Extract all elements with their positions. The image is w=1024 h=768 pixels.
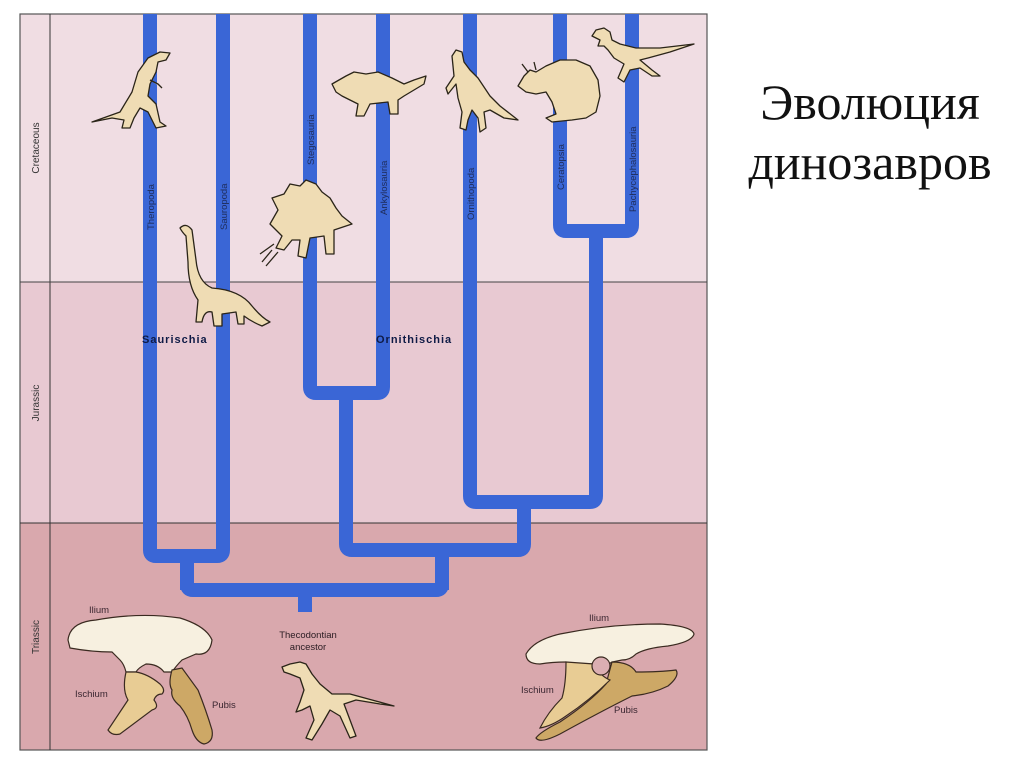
- slide-title-line2: динозавров: [748, 134, 992, 190]
- label-ilium-left: Ilium: [89, 605, 109, 616]
- branch-ceratopsia-pachycephalosauria: [553, 14, 639, 238]
- clade-label-sauropoda: Sauropoda: [219, 183, 230, 230]
- group-label-saurischia: Saurischia: [142, 334, 208, 346]
- branch-root-bar: [180, 582, 449, 597]
- ischium-bone-left: [107, 671, 165, 736]
- era-band-cretaceous: [20, 14, 707, 282]
- chart-frame: [19, 13, 708, 751]
- label-thecodontian-ancestor-line1: Thecodontian: [279, 630, 337, 641]
- thecodont-ancestor-icon: [281, 661, 395, 741]
- stegosaurus-dinosaur-icon: [259, 179, 353, 267]
- ilium-bone-left: [67, 614, 213, 673]
- era-label-triassic: Triassic: [31, 620, 42, 654]
- group-label-ornithischia: Ornithischia: [376, 334, 452, 346]
- label-ilium-right: Ilium: [589, 613, 609, 624]
- ornithischian-pelvis-diagram: Ilium Ischium Pubis: [521, 613, 695, 741]
- ilium-bone-right: [525, 623, 695, 667]
- label-ischium-right: Ischium: [521, 685, 554, 696]
- cladogram-branches: [143, 14, 639, 612]
- acetabulum-hole: [591, 656, 611, 676]
- label-pubis-right: Pubis: [614, 705, 638, 716]
- sauropod-dinosaur-icon: [179, 224, 271, 327]
- slide-title: Эволюция динозавров: [720, 72, 1020, 192]
- label-pubis-left: Pubis: [212, 700, 236, 711]
- pubis-bone-left: [169, 667, 213, 745]
- clade-label-stegosauria: Stegosauria: [306, 114, 317, 165]
- label-ischium-left: Ischium: [75, 689, 108, 700]
- clade-label-ornithopoda: Ornithopoda: [466, 167, 477, 220]
- ankylosaurus-dinosaur-icon: [331, 71, 427, 117]
- ischium-bone-right: [538, 661, 612, 729]
- clade-label-ceratopsia: Ceratopsia: [556, 143, 567, 190]
- saurischian-pelvis-diagram: Ilium Ischium Pubis: [67, 605, 236, 745]
- era-label-jurassic: Jurassic: [31, 385, 42, 422]
- label-thecodontian-ancestor-line2: ancestor: [290, 642, 326, 653]
- clade-label-theropoda: Theropoda: [146, 183, 157, 230]
- era-band-jurassic: [20, 282, 707, 523]
- era-label-cretaceous: Cretaceous: [31, 122, 42, 173]
- branch-ornithopoda-marginocephalia: [463, 14, 603, 509]
- pubis-bone-right: [535, 661, 678, 741]
- triceratops-dinosaur-icon: [517, 59, 601, 123]
- clade-label-ankylosauria: Ankylosauria: [379, 160, 390, 215]
- hadrosaur-dinosaur-icon: [445, 49, 519, 133]
- slide-title-line1: Эволюция: [760, 74, 980, 130]
- pachycephalosaurus-dinosaur-icon: [591, 27, 695, 83]
- theropod-dinosaur-icon: [91, 51, 171, 129]
- clade-label-pachycephalosauria: Pachycephalosauria: [628, 126, 639, 212]
